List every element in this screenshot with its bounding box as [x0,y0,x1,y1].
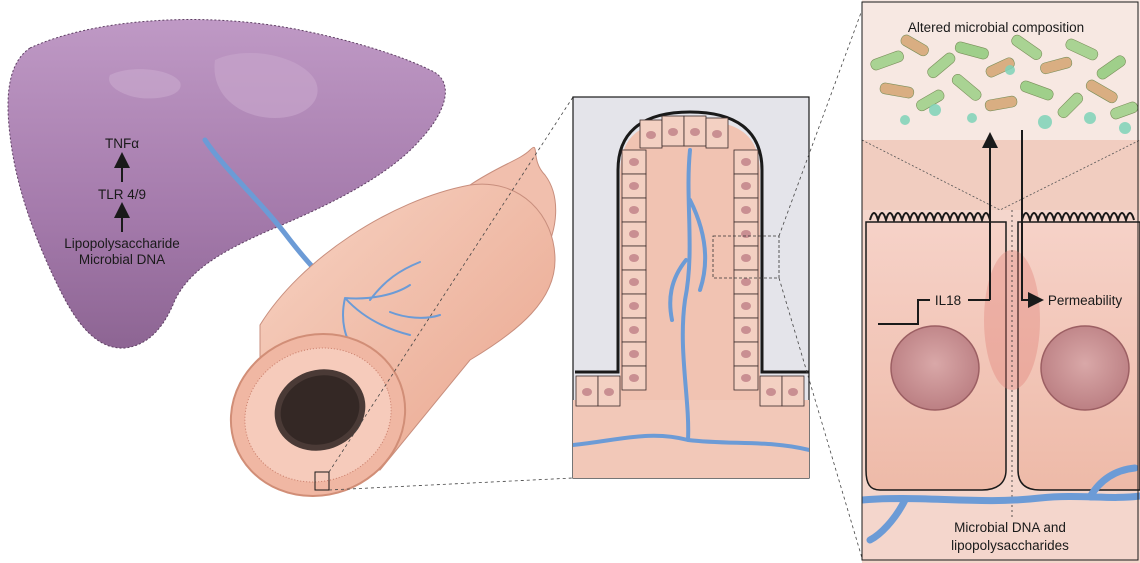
ligand-label-line1: Lipopolysaccharide [64,236,180,251]
tlr-label: TLR 4/9 [98,187,146,202]
bottom-label-line1: Microbial DNA and [954,520,1066,535]
il18-label: IL18 [935,293,961,308]
epithelium-detail-panel [862,0,1140,563]
panel-title: Altered microbial composition [908,20,1084,35]
bottom-label-line2: lipopolysaccharides [951,538,1069,553]
ligand-label-line2: Microbial DNA [79,252,165,267]
villus-panel [573,97,809,478]
tnf-alpha-label: TNFα [105,136,139,151]
permeability-label: Permeability [1048,293,1123,308]
